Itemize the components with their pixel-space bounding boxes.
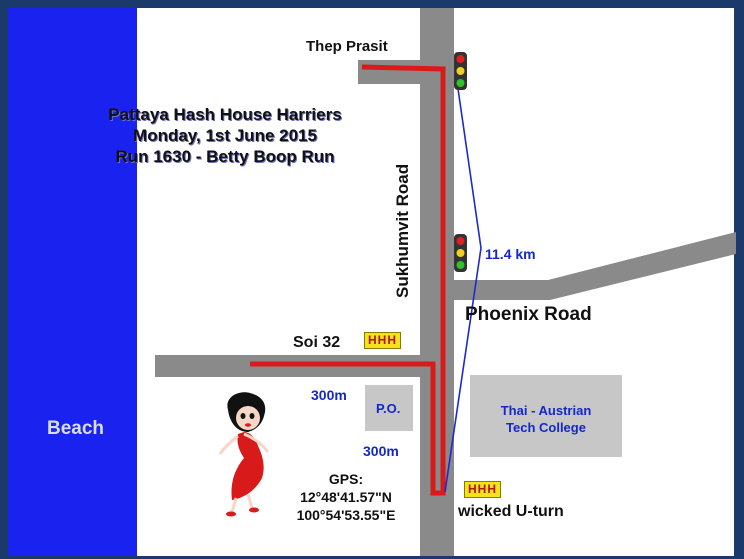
distance-line	[444, 74, 482, 493]
sukhumvit-road	[420, 8, 454, 556]
hhh-marker: HHH	[464, 481, 501, 498]
college-building	[470, 375, 622, 457]
post-office-building	[365, 385, 413, 431]
title-line-2: Monday, 1st June 2015	[133, 126, 317, 145]
gps-coordinates: GPS: 12°48'41.57"N 100°54'53.55"E	[278, 470, 414, 524]
college-label: Thai - Austrian Tech College	[470, 402, 622, 436]
run-title: Pattaya Hash House Harriers Monday, 1st …	[70, 104, 380, 167]
beach-area	[8, 8, 137, 556]
soi-32-label: Soi 32	[293, 334, 341, 351]
beach-label: Beach	[47, 418, 105, 439]
hhh-marker: HHH	[364, 332, 401, 349]
total-distance-label: 11.4 km	[485, 246, 536, 262]
distance-upper-label: 300m	[311, 387, 347, 403]
wicked-uturn-label: wicked U-turn	[458, 503, 564, 520]
post-office-label: P.O.	[376, 401, 401, 416]
distance-lower-label: 300m	[363, 443, 399, 459]
phoenix-road	[454, 232, 736, 300]
thep-prasit-label: Thep Prasit	[306, 38, 388, 55]
college-label-line-2: Tech College	[506, 420, 586, 435]
gps-latitude: 12°48'41.57"N	[300, 489, 392, 505]
traffic-light-icon	[454, 52, 467, 90]
gps-longitude: 100°54'53.55"E	[296, 507, 396, 523]
traffic-light-icon	[454, 234, 467, 272]
betty-boop-figure-icon	[218, 392, 270, 517]
thep-prasit-road	[358, 60, 422, 84]
college-label-line-1: Thai - Austrian	[500, 403, 592, 418]
gps-label: GPS:	[328, 471, 364, 487]
phoenix-road-label: Phoenix Road	[465, 304, 592, 325]
run-route-line	[250, 64, 446, 496]
title-line-1: Pattaya Hash House Harriers	[108, 105, 342, 124]
title-line-3: Run 1630 - Betty Boop Run	[115, 147, 335, 166]
sukhumvit-road-label: Sukhumvit Road	[393, 164, 412, 298]
